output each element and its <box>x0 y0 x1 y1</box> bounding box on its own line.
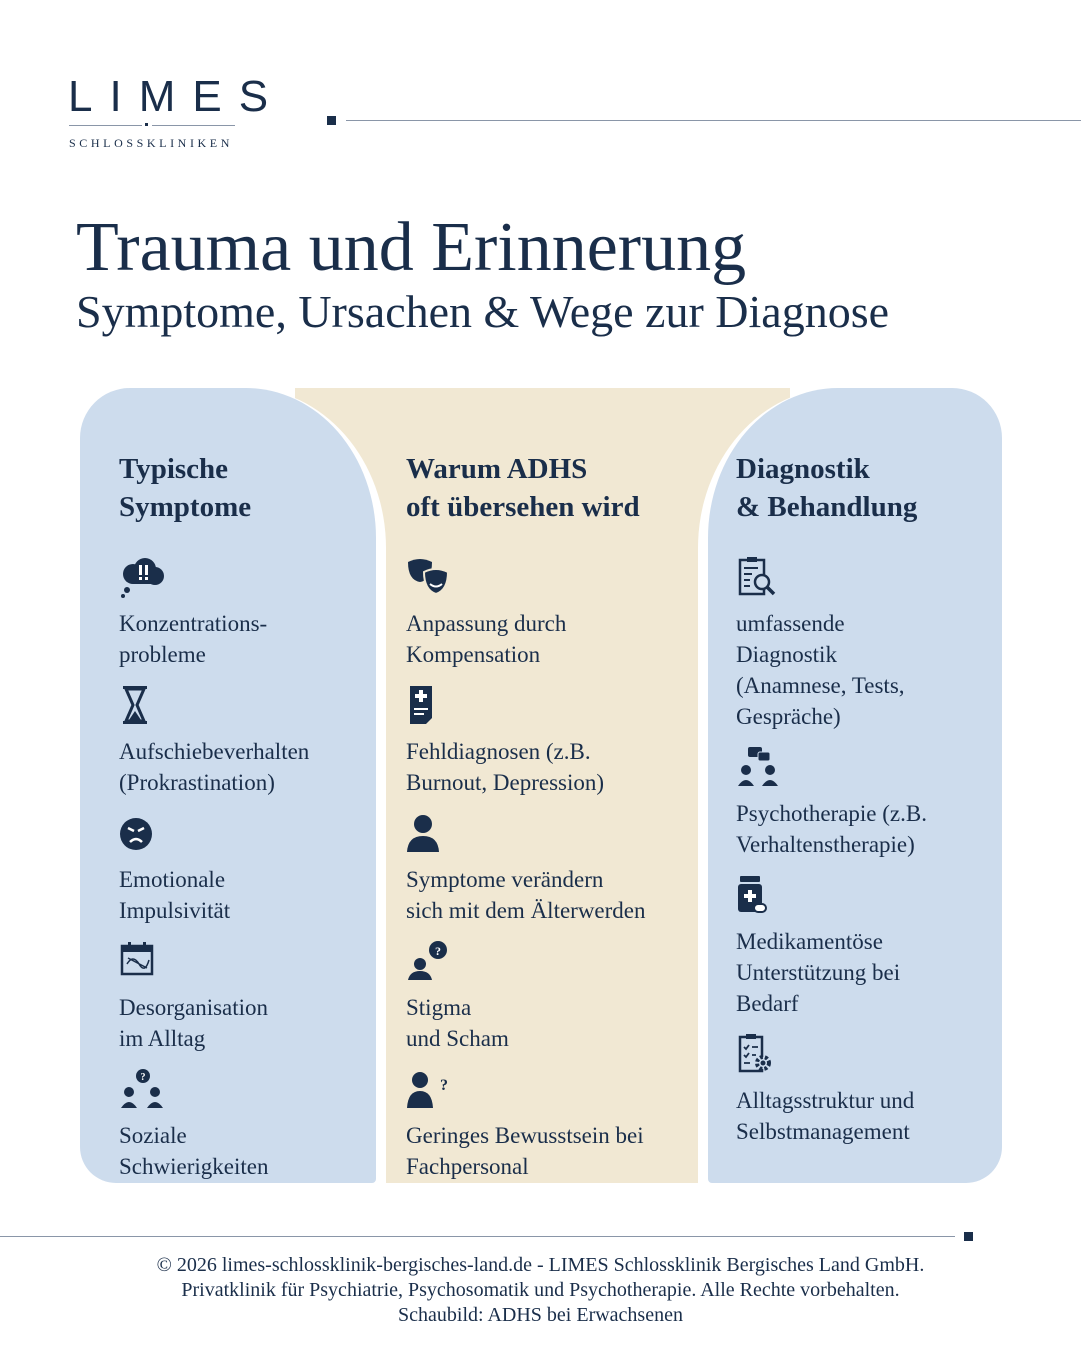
item-text: Soziale Schwierigkeiten <box>119 1123 269 1179</box>
item-text: Stigma und Scham <box>406 995 509 1051</box>
logo-divider <box>152 125 235 126</box>
logo-wordmark: LIMES <box>68 72 286 121</box>
angry-face-icon <box>120 818 152 850</box>
person-question-icon: ? <box>408 941 447 980</box>
footer-line: Privatklinik für Psychiatrie, Psychosoma… <box>181 1279 900 1301</box>
list-item: Anpassung durch Kompensation <box>406 556 646 670</box>
calendar-scribble-icon <box>120 942 154 976</box>
svg-text:?: ? <box>141 1072 146 1083</box>
group-question-icon: ? <box>121 1069 163 1108</box>
person-icon <box>407 815 439 852</box>
list-item: ? Stigma und Scham <box>406 940 646 1054</box>
footer-rule <box>0 1236 955 1237</box>
list-item: Konzentrations- probleme <box>119 556 309 670</box>
list-item: Fehldiagnosen (z.B. Burnout, Depression) <box>406 684 646 798</box>
logo-subtitle: SCHLOSSKLINIKEN <box>69 136 234 150</box>
column-3: Diagnostik & Behandlung umfassende Diagno… <box>736 450 927 1161</box>
item-text: Symptome verändern sich mit dem Älterwer… <box>406 867 646 923</box>
right-panel-bg <box>708 388 1002 1183</box>
list-item: ? Geringes Bewusstsein bei Fachpersonal <box>406 1068 646 1182</box>
svg-text:?: ? <box>440 1077 448 1094</box>
thought-bubble-alert-icon <box>121 558 164 598</box>
medicine-bottle-icon <box>738 876 767 913</box>
item-text: Desorganisation im Alltag <box>119 995 269 1051</box>
list-item: Alltagsstruktur und Selbstmanagement <box>736 1033 927 1147</box>
list-item: Desorganisation im Alltag <box>119 940 309 1054</box>
theater-masks-icon <box>408 559 450 596</box>
footer: © 2026 limes-schlossklinik-bergisches-la… <box>0 1253 1081 1328</box>
item-text: Emotionale Impulsivität <box>119 867 231 923</box>
hourglass-icon <box>123 686 147 724</box>
logo-divider <box>69 125 142 126</box>
left-panel-bg <box>80 388 376 1183</box>
column-heading: Diagnostik & Behandlung <box>736 453 918 523</box>
document-search-icon <box>738 557 776 596</box>
logo-dot <box>145 123 148 126</box>
column-heading: Warum ADHS oft übersehen wird <box>406 453 640 523</box>
footer-square <box>964 1232 973 1241</box>
item-text: Alltagsstruktur und Selbstmanagement <box>736 1088 915 1144</box>
page-subtitle: Symptome, Ursachen & Wege zur Diagnose <box>76 286 890 337</box>
medical-document-icon <box>410 686 432 724</box>
list-item: Medikamentöse Unterstützung bei Bedarf <box>736 874 927 1019</box>
checklist-gear-icon <box>738 1034 771 1073</box>
page-title: Trauma und Erinnerung <box>76 209 747 286</box>
list-item: Emotionale Impulsivität <box>119 812 309 926</box>
list-item: Aufschiebeverhalten (Prokrastination) <box>119 684 309 798</box>
item-text: Aufschiebeverhalten (Prokrastination) <box>119 739 310 795</box>
item-text: Geringes Bewusstsein bei Fachpersonal <box>406 1123 644 1179</box>
svg-text:?: ? <box>435 944 441 958</box>
item-text: Medikamentöse Unterstützung bei Bedarf <box>736 929 901 1016</box>
header-rule <box>346 120 1081 121</box>
item-text: umfassende Diagnostik (Anamnese, Tests, … <box>736 611 905 729</box>
group-conversation-icon <box>738 747 778 786</box>
doctor-question-icon: ? <box>407 1072 448 1108</box>
footer-line: © 2026 limes-schlossklinik-bergisches-la… <box>156 1254 925 1276</box>
item-text: Psychotherapie (z.B. Verhaltenstherapie) <box>736 801 927 857</box>
list-item: umfassende Diagnostik (Anamnese, Tests, … <box>736 556 927 732</box>
footer-line: Schaubild: ADHS bei Erwachsenen <box>398 1304 683 1326</box>
column-heading: Typische Symptome <box>119 453 252 523</box>
list-item: ? Soziale Schwierigkeiten <box>119 1068 309 1182</box>
list-item: Symptome verändern sich mit dem Älterwer… <box>406 812 646 926</box>
item-text: Anpassung durch Kompensation <box>406 611 567 667</box>
list-item: Psychotherapie (z.B. Verhaltenstherapie) <box>736 746 927 860</box>
item-text: Fehldiagnosen (z.B. Burnout, Depression) <box>406 739 605 795</box>
header-square <box>327 116 336 125</box>
item-text: Konzentrations- probleme <box>119 611 268 667</box>
